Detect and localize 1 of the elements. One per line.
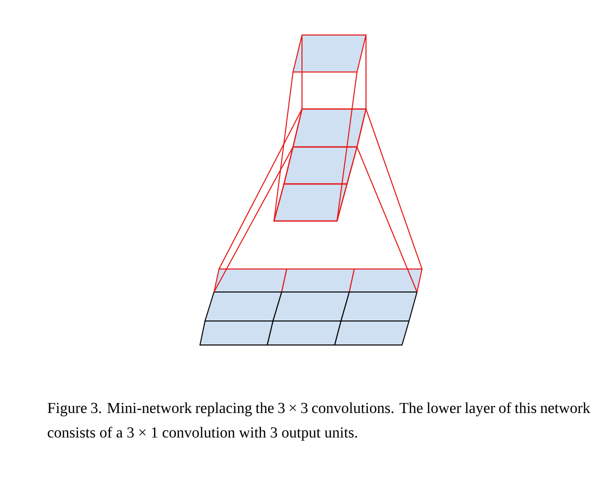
caption: Figure 3. Mini-network replacing the 3 × 3 convolutions. The lower layer of this network consists of a 3 × 1 convolution with 3 output units.	[48, 402, 590, 441]
